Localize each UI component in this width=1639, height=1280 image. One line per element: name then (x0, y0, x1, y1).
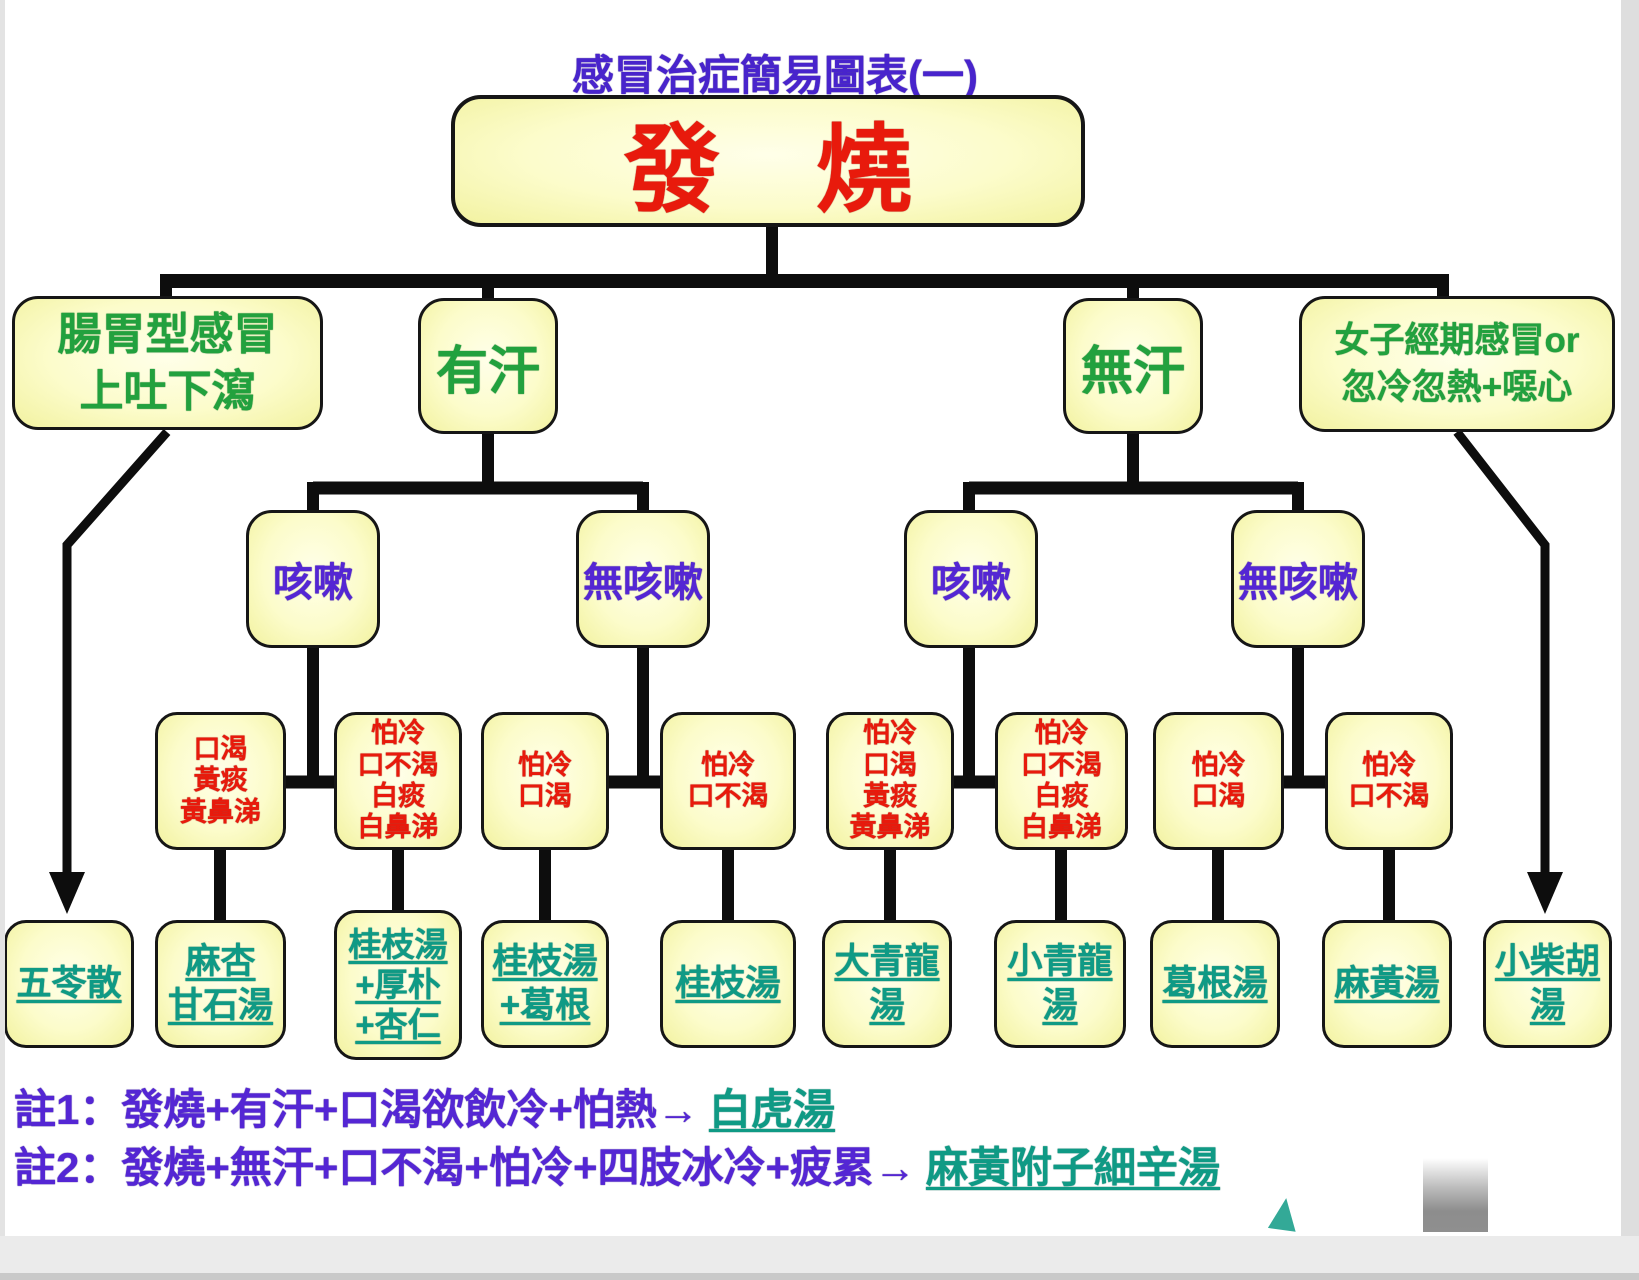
node-sweating: 有汗 (418, 298, 558, 434)
symptom-box: 怕冷 口渴 (481, 712, 609, 850)
remedy-box: 五苓散 (4, 920, 134, 1048)
symptom-box: 口渴 黃痰 黃鼻涕 (155, 712, 286, 850)
node-menstrual-cold: 女子經期感冒or 忽冷忽熱+噁心 (1299, 296, 1615, 432)
remedy-box: 桂枝湯 (660, 920, 796, 1048)
gray-watermark-square (1423, 1158, 1488, 1232)
footnote-1-remedy: 白虎湯 (708, 1086, 835, 1133)
node-cough-right: 咳嗽 (904, 510, 1038, 648)
node-stomach-flu: 腸胃型感冒 上吐下瀉 (12, 296, 323, 430)
footnote-2: 註2：發燒+無汗+口不渴+怕冷+四肢冰冷+疲累→麻黃附子細辛湯 (14, 1134, 1220, 1195)
right-edge-strip (1621, 0, 1639, 1280)
top-branch-drops (160, 224, 1449, 302)
symptom-box: 怕冷 口不渴 (1325, 712, 1453, 850)
remedy-box: 葛根湯 (1150, 920, 1280, 1048)
arrow-right-shaft (1453, 429, 1550, 896)
remedy-box: 麻黃湯 (1322, 920, 1452, 1048)
symptom-box: 怕冷 口渴 黃痰 黃鼻涕 (826, 712, 954, 850)
cough-split-drops (307, 432, 1304, 514)
bottom-edge-line (0, 1273, 1639, 1280)
node-no-sweating: 無汗 (1063, 298, 1203, 434)
footnote-2-remedy: 麻黃附子細辛湯 (926, 1144, 1221, 1191)
bottom-edge-strip (0, 1236, 1639, 1280)
symptom-box: 怕冷 口渴 (1153, 712, 1284, 850)
node-no-cough-right: 無咳嗽 (1231, 510, 1365, 648)
remedy-box: 桂枝湯 +葛根 (481, 920, 609, 1048)
remedy-box: 麻杏 甘石湯 (155, 920, 286, 1048)
symptom-box: 怕冷 口不渴 白痰 白鼻涕 (995, 712, 1128, 850)
arrow-left-shaft (62, 429, 171, 896)
node-fever: 發 燒 (451, 95, 1085, 227)
remedy-box: 小柴胡 湯 (1483, 920, 1612, 1048)
left-edge-strip (0, 0, 5, 1280)
footnote-2-text: 註2：發燒+無汗+口不渴+怕冷+四肢冰冷+疲累→ (14, 1144, 916, 1191)
remedy-box: 小青龍 湯 (994, 920, 1126, 1048)
remedy-box: 大青龍 湯 (822, 920, 952, 1048)
footnote-1-text: 註1：發燒+有汗+口渴欲飲冷+怕熱→ (14, 1086, 699, 1133)
symptom-box: 怕冷 口不渴 (660, 712, 796, 850)
node-cough-left: 咳嗽 (246, 510, 380, 648)
page-title: 感冒治症簡易圖表(一) (572, 52, 978, 99)
remedy-box: 桂枝湯 +厚朴 +杏仁 (334, 910, 462, 1060)
symptom-box: 怕冷 口不渴 白痰 白鼻涕 (334, 712, 462, 850)
footnote-1: 註1：發燒+有汗+口渴欲飲冷+怕熱→白虎湯 (14, 1076, 835, 1137)
arrow-left-head (49, 872, 85, 914)
teal-smudge-artifact (1267, 1196, 1301, 1232)
node-no-cough-left: 無咳嗽 (576, 510, 710, 648)
arrow-right-head (1527, 872, 1563, 914)
